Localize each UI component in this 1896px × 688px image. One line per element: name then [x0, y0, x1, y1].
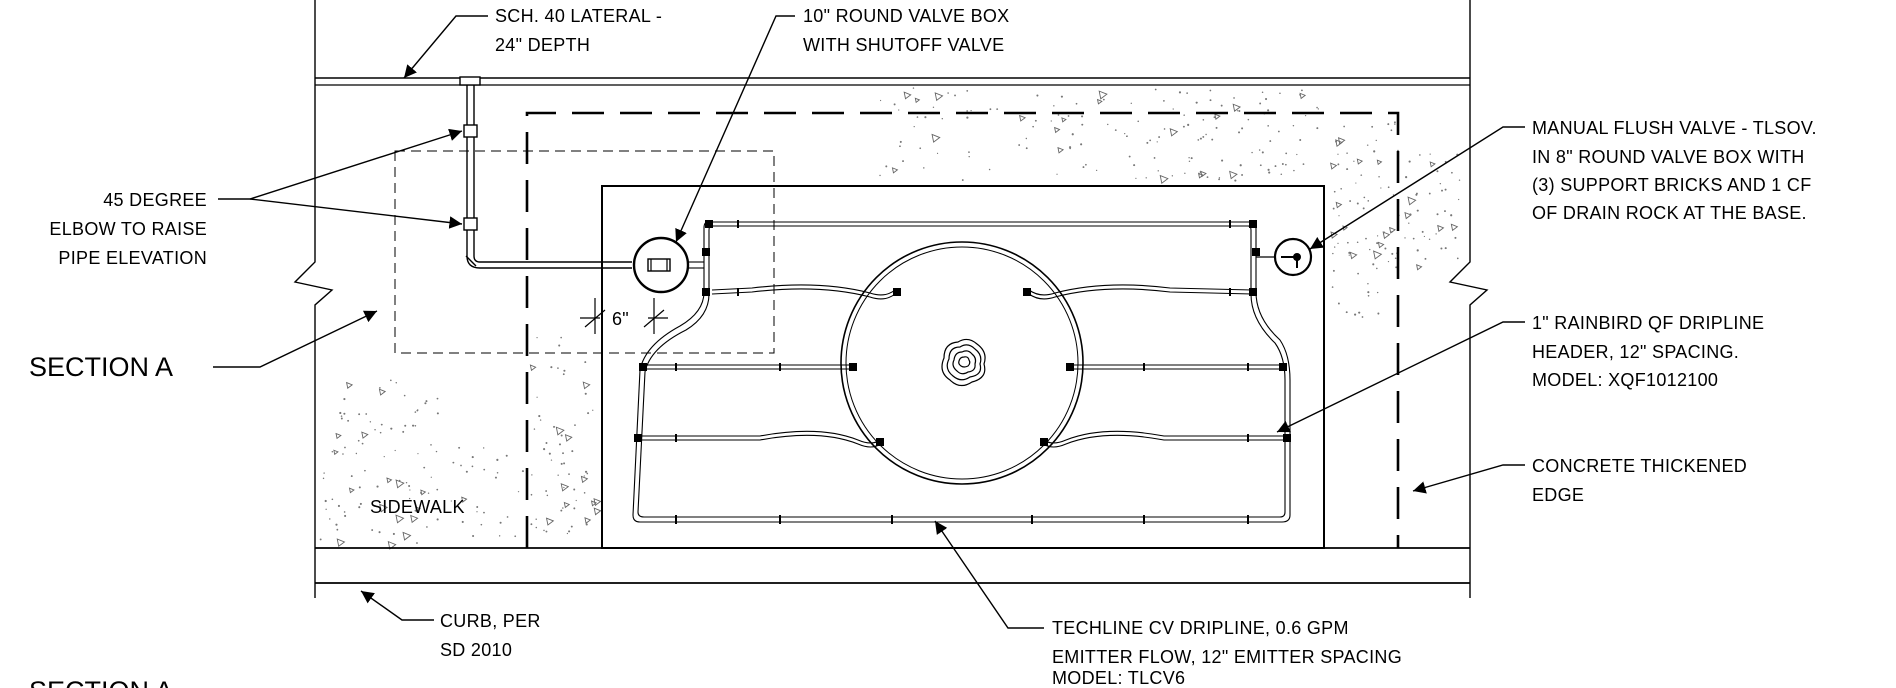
emitter-ticks [634, 220, 1291, 524]
svg-text:MANUAL FLUSH VALVE - TLSOV.: MANUAL FLUSH VALVE - TLSOV. [1532, 118, 1817, 138]
svg-text:TECHLINE CV DRIPLINE, 0.6 GPM: TECHLINE CV DRIPLINE, 0.6 GPM [1052, 618, 1349, 638]
concrete-stipple [319, 87, 1461, 550]
section-a-callout: SECTION A [29, 352, 173, 382]
svg-text:CONCRETE THICKENED: CONCRETE THICKENED [1532, 456, 1747, 476]
svg-text:10" ROUND VALVE BOX: 10" ROUND VALVE BOX [803, 6, 1010, 26]
svg-text:1" RAINBIRD QF DRIPLINE: 1" RAINBIRD QF DRIPLINE [1532, 313, 1764, 333]
thickened-edge-dashed [525, 111, 1400, 548]
callout-manual-flush: MANUAL FLUSH VALVE - TLSOV. IN 8" ROUND … [1532, 118, 1817, 223]
svg-text:24" DEPTH: 24" DEPTH [495, 35, 590, 55]
section-a-box [394, 150, 775, 354]
svg-text:(3) SUPPORT BRICKS AND 1 CF: (3) SUPPORT BRICKS AND 1 CF [1532, 175, 1812, 195]
tree-trunk [941, 338, 986, 387]
svg-text:SD 2010: SD 2010 [440, 640, 512, 660]
svg-text:WITH SHUTOFF VALVE: WITH SHUTOFF VALVE [803, 35, 1004, 55]
callout-elbow: 45 DEGREE ELBOW TO RAISE PIPE ELEVATION [49, 190, 207, 268]
dimension-6in [580, 298, 668, 334]
callout-lateral: SCH. 40 LATERAL - 24" DEPTH [495, 6, 662, 55]
svg-text:PIPE ELEVATION: PIPE ELEVATION [58, 248, 207, 268]
callout-thickened-edge: CONCRETE THICKENED EDGE [1532, 456, 1747, 505]
svg-text:SCH. 40 LATERAL -: SCH. 40 LATERAL - [495, 6, 662, 26]
svg-text:45 DEGREE: 45 DEGREE [103, 190, 207, 210]
svg-text:MODEL: TLCV6: MODEL: TLCV6 [1052, 668, 1185, 688]
callout-dripline: TECHLINE CV DRIPLINE, 0.6 GPM EMITTER FL… [1052, 618, 1402, 688]
round-valve-box [632, 236, 704, 294]
svg-text:HEADER, 12" SPACING.: HEADER, 12" SPACING. [1532, 342, 1739, 362]
svg-text:EMITTER FLOW, 12" EMITTER SPAC: EMITTER FLOW, 12" EMITTER SPACING [1052, 647, 1402, 667]
callout-valve-box: 10" ROUND VALVE BOX WITH SHUTOFF VALVE [803, 6, 1010, 55]
sidewalk-label: SIDEWALK [370, 497, 465, 517]
svg-text:IN 8" ROUND VALVE BOX WITH: IN 8" ROUND VALVE BOX WITH [1532, 147, 1805, 167]
section-a-title: SECTION A [29, 676, 173, 688]
svg-text:OF DRAIN ROCK AT THE BASE.: OF DRAIN ROCK AT THE BASE. [1532, 203, 1807, 223]
dripline-network [632, 221, 1291, 523]
svg-text:ELBOW TO RAISE: ELBOW TO RAISE [49, 219, 207, 239]
svg-text:MODEL: XQF1012100: MODEL: XQF1012100 [1532, 370, 1718, 390]
tree-ring [840, 241, 1084, 485]
dimension-6in-label: 6" [612, 309, 629, 329]
callout-header: 1" RAINBIRD QF DRIPLINE HEADER, 12" SPAC… [1532, 313, 1764, 390]
svg-text:CURB, PER: CURB, PER [440, 611, 541, 631]
callout-curb: CURB, PER SD 2010 [440, 611, 541, 660]
leader-lines [213, 15, 1525, 629]
lateral-pipe [459, 76, 632, 269]
svg-text:EDGE: EDGE [1532, 485, 1584, 505]
planter-area [601, 185, 1325, 549]
flush-valve-box [1256, 237, 1313, 277]
